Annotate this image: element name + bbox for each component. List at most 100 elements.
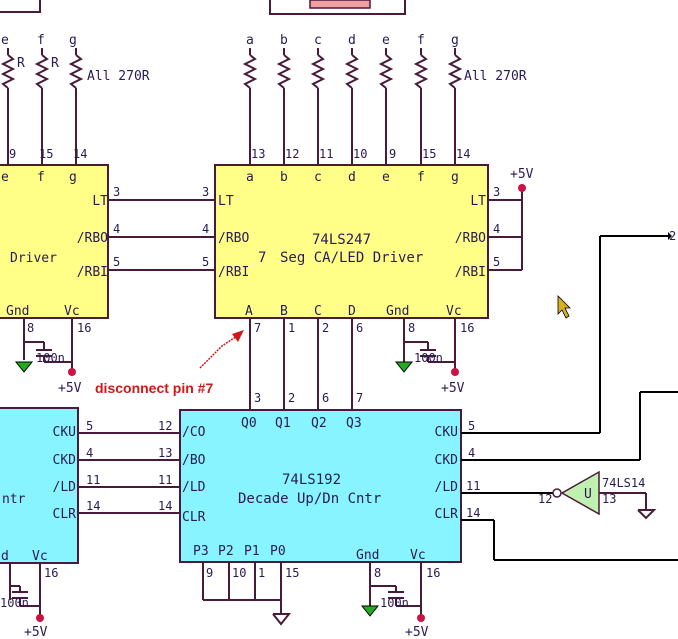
right-in-pin-5: 5	[202, 255, 209, 269]
counter-right-pin-12: 12	[158, 419, 172, 433]
counter-out-clr: CLR	[435, 507, 459, 522]
right-out-pin-4: 4	[493, 222, 500, 236]
left-out-pin-5: 5	[113, 255, 120, 269]
annotation: disconnect pin #7	[95, 330, 244, 396]
left-resistor-group: e f g R R All 270R 9 15 14	[0, 33, 150, 165]
counter-right-vcc: +5V	[405, 625, 429, 639]
annotation-text: disconnect pin #7	[95, 380, 213, 396]
seg-label-e-left: e	[1, 33, 9, 48]
resistor-d	[344, 54, 360, 89]
counter-right-outputs: 5 4 11 14 2	[461, 229, 678, 561]
counter-left-pin-11: 11	[86, 473, 100, 487]
driver-left-vc: Vc	[64, 304, 80, 319]
resistor-label-r2: R	[51, 56, 59, 71]
resistor-f-left	[34, 54, 50, 89]
counter-left-power: 16 100n +5V	[0, 563, 58, 639]
arrow-right-icon	[668, 232, 672, 240]
counter-p0: P0	[270, 544, 286, 559]
resistor-f	[413, 54, 429, 89]
counter-pin-15: 15	[285, 566, 299, 580]
counter-interconnect: 5 4 11 14 12 13 11 14	[78, 419, 180, 514]
counter-out-ckd: CKD	[435, 453, 459, 468]
right-in-pin-3: 3	[202, 185, 209, 199]
resistor-label-r1: R	[17, 56, 25, 71]
seg-label-a: a	[246, 33, 254, 48]
inverter-pin-in: 12	[538, 492, 552, 506]
inverter-triangle-icon	[560, 470, 600, 516]
vcc-dot-icon	[518, 184, 526, 192]
driver-in-rbo: /RBO	[218, 231, 249, 246]
inverter-part: 74LS14	[602, 476, 645, 490]
seg-label-f: f	[417, 33, 425, 48]
driver-out-rbi: /RBI	[455, 265, 486, 280]
pin-num-13: 13	[251, 147, 265, 161]
counter-out-ld: /LD	[435, 480, 459, 495]
seg-label-f-left: f	[37, 33, 45, 48]
inverter-74ls14: U 74LS14 12 13	[538, 470, 657, 520]
resistor-g-left	[68, 54, 84, 89]
counter-left-vcc: +5V	[24, 625, 48, 639]
driver-label-c: c	[314, 170, 322, 185]
driver-left-label-g: g	[69, 170, 77, 185]
pin-num-12: 12	[285, 147, 299, 161]
counter-left-ld: /LD	[53, 480, 77, 495]
pin-num-15-left: 15	[39, 147, 53, 161]
counter-pin-2: 2	[288, 391, 295, 405]
driver-vc: Vc	[446, 304, 462, 319]
counter-in-co: /CO	[182, 425, 206, 440]
driver-bcd-a: A	[245, 304, 253, 319]
resistor-c	[310, 54, 326, 89]
counter-pin-3: 3	[254, 391, 261, 405]
driver-left-cap: 100n	[36, 351, 65, 365]
counter-q2: Q2	[311, 416, 327, 431]
ground-icon	[637, 509, 657, 520]
pin-num-14-left: 14	[73, 147, 87, 161]
counter-in-clr: CLR	[182, 510, 206, 525]
ground-icon	[394, 361, 414, 373]
driver-left-power: 8 16 100n +5V	[14, 318, 91, 396]
driver-pin-2: 2	[322, 321, 329, 335]
counter-q3: Q3	[346, 416, 362, 431]
counter-pin-1: 1	[258, 566, 265, 580]
counter-pin-9: 9	[206, 566, 213, 580]
seg-label-d: d	[348, 33, 356, 48]
counter-in-ld: /LD	[182, 480, 206, 495]
driver-right-cap: 100n	[414, 351, 443, 365]
vcc-dot-icon	[417, 614, 425, 622]
driver-label-f: f	[417, 170, 425, 185]
counter-left-vc: Vc	[32, 549, 48, 564]
counter-right-pin-11: 11	[158, 473, 172, 487]
driver-left-rbo: /RBO	[77, 231, 108, 246]
ground-icon	[14, 361, 34, 373]
resistor-note-left: All 270R	[87, 69, 150, 84]
counter-preset-pins: 9 10 1 15	[202, 562, 299, 626]
right-out-pin-3: 3	[493, 185, 500, 199]
counter-part-number: 74LS192	[282, 472, 341, 488]
resistor-e	[378, 54, 394, 89]
seg-label-b: b	[280, 33, 288, 48]
counter-right-out-pin-11: 11	[466, 479, 480, 493]
top-partial-box-left	[0, 0, 41, 13]
resistor-note-right: All 270R	[464, 69, 527, 84]
pin-num-9: 9	[389, 147, 396, 161]
ground-icon	[272, 613, 292, 626]
driver-right-power: 8 16 100n +5V	[394, 318, 474, 396]
counter-in-bo: /BO	[182, 453, 206, 468]
counter-pin-6: 6	[322, 391, 329, 405]
counter-pin-7: 7	[356, 391, 363, 405]
driver-left-pin-8: 8	[27, 321, 34, 335]
right-resistor-group: a b c d e f g All 270R 13 12 11 10 9 15	[242, 33, 527, 165]
counter-left-gnd: d	[1, 549, 9, 564]
seg-label-e: e	[382, 33, 390, 48]
edge-label: 2	[669, 229, 676, 243]
vcc-dot-icon	[451, 368, 459, 376]
pin-num-10: 10	[353, 147, 367, 161]
driver-desc-prefix: 7	[258, 250, 266, 266]
counter-left-pin-14: 14	[86, 499, 100, 513]
mouse-cursor-icon	[557, 295, 571, 319]
counter-chip-left: CKU CKD /LD CLR ntr d Vc	[0, 407, 79, 564]
pin-num-11: 11	[319, 147, 333, 161]
counter-pin-16: 16	[426, 566, 440, 580]
driver-left-text: Driver	[10, 251, 57, 266]
driver-right-vcc: +5V	[441, 381, 465, 396]
